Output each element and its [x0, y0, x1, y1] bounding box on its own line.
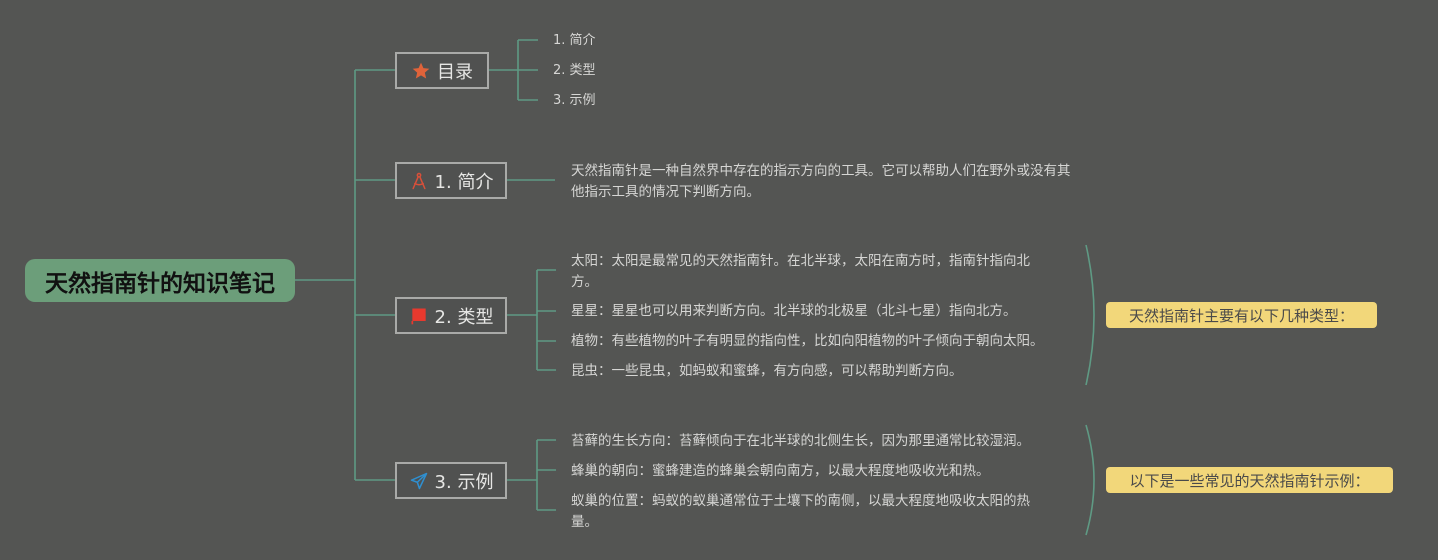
branch-examples[interactable]: 3. 示例 — [395, 462, 507, 499]
toc-item[interactable]: 1. 简介 — [553, 33, 596, 48]
branch-examples-label: 3. 示例 — [434, 471, 494, 493]
branch-types-label: 2. 类型 — [434, 306, 494, 328]
type-item[interactable]: 太阳：太阳是最常见的天然指南针。在北半球，太阳在南方时，指南针指向北方。 — [571, 253, 1030, 290]
examples-summary-text: 以下是一些常见的天然指南针示例： — [1129, 471, 1370, 490]
toc-item[interactable]: 2. 类型 — [553, 63, 596, 78]
examples-summary[interactable]: 以下是一些常见的天然指南针示例： — [1106, 467, 1393, 493]
branch-toc-label: 目录 — [437, 61, 473, 83]
types-summary[interactable]: 天然指南针主要有以下几种类型： — [1106, 302, 1377, 328]
branch-types[interactable]: 2. 类型 — [395, 297, 507, 334]
toc-item[interactable]: 3. 示例 — [553, 93, 596, 108]
root-topic[interactable]: 天然指南针的知识笔记 — [25, 259, 295, 302]
type-item[interactable]: 植物：有些植物的叶子有明显的指向性，比如向阳植物的叶子倾向于朝向太阳。 — [571, 333, 1044, 349]
example-item[interactable]: 蚁巢的位置：蚂蚁的蚁巢通常位于土壤下的南侧，以最大程度地吸收太阳的热量。 — [571, 493, 1030, 530]
branch-intro[interactable]: 1. 简介 — [395, 162, 507, 199]
root-title: 天然指南针的知识笔记 — [45, 270, 275, 297]
example-item[interactable]: 蜂巢的朝向：蜜蜂建造的蜂巢会朝向南方，以最大程度地吸收光和热。 — [571, 463, 990, 479]
types-summary-text: 天然指南针主要有以下几种类型： — [1128, 306, 1354, 325]
type-item[interactable]: 星星：星星也可以用来判断方向。北半球的北极星（北斗七星）指向北方。 — [571, 303, 1017, 319]
type-item[interactable]: 昆虫：一些昆虫，如蚂蚁和蜜蜂，有方向感，可以帮助判断方向。 — [571, 363, 963, 379]
compass-icon — [411, 172, 426, 189]
paper-plane-icon — [410, 472, 427, 489]
flag-icon — [411, 308, 426, 324]
branch-toc[interactable]: 目录 — [395, 52, 489, 89]
intro-text[interactable]: 天然指南针是一种自然界中存在的指示方向的工具。它可以帮助人们在野外或没有其他指示… — [571, 163, 1071, 200]
example-item[interactable]: 苔藓的生长方向：苔藓倾向于在北半球的北侧生长，因为那里通常比较湿润。 — [571, 433, 1030, 449]
branch-intro-label: 1. 简介 — [434, 171, 494, 193]
star-icon — [412, 62, 430, 78]
